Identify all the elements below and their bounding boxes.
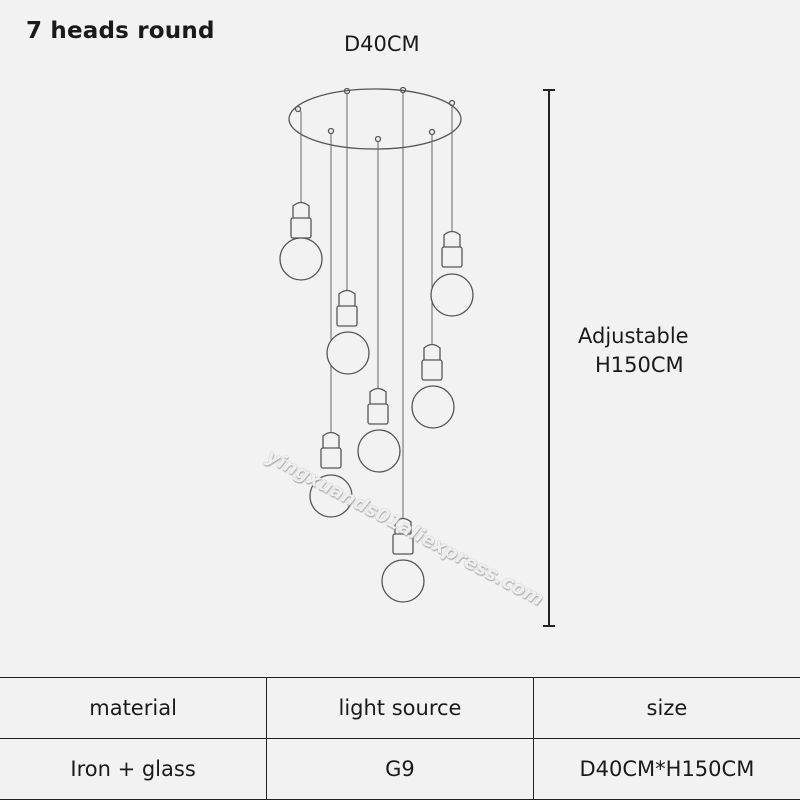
spec-value-light-source: G9 — [266, 738, 534, 800]
spec-value-row: Iron + glass G9 D40CM*H150CM — [0, 738, 800, 800]
spec-header-row: material light source size — [0, 677, 800, 739]
spec-header-material: material — [0, 677, 268, 739]
bulb-4 — [411, 343, 455, 429]
canopy-plate — [288, 88, 462, 150]
bulb-6 — [309, 431, 353, 518]
spec-header-size: size — [532, 677, 800, 739]
spec-header-light-source: light source — [266, 677, 534, 739]
spec-value-material: Iron + glass — [0, 738, 268, 800]
spec-table: material light source size Iron + glass … — [0, 677, 800, 800]
height-dimension-line — [543, 89, 555, 627]
height-label-line1: Adjustable — [578, 324, 689, 348]
diameter-label: D40CM — [344, 32, 420, 56]
height-label: Adjustable H150CM — [578, 322, 689, 380]
pendant-lamp-illustration — [279, 86, 555, 627]
bulb-1 — [279, 201, 323, 281]
height-label-line2: H150CM — [595, 353, 684, 377]
product-title: 7 heads round — [26, 18, 215, 44]
bulb-3 — [326, 289, 370, 375]
spec-value-size: D40CM*H150CM — [532, 738, 800, 800]
bulb-2 — [430, 230, 474, 317]
bulb-5 — [357, 387, 401, 473]
bulb-7 — [381, 517, 425, 603]
